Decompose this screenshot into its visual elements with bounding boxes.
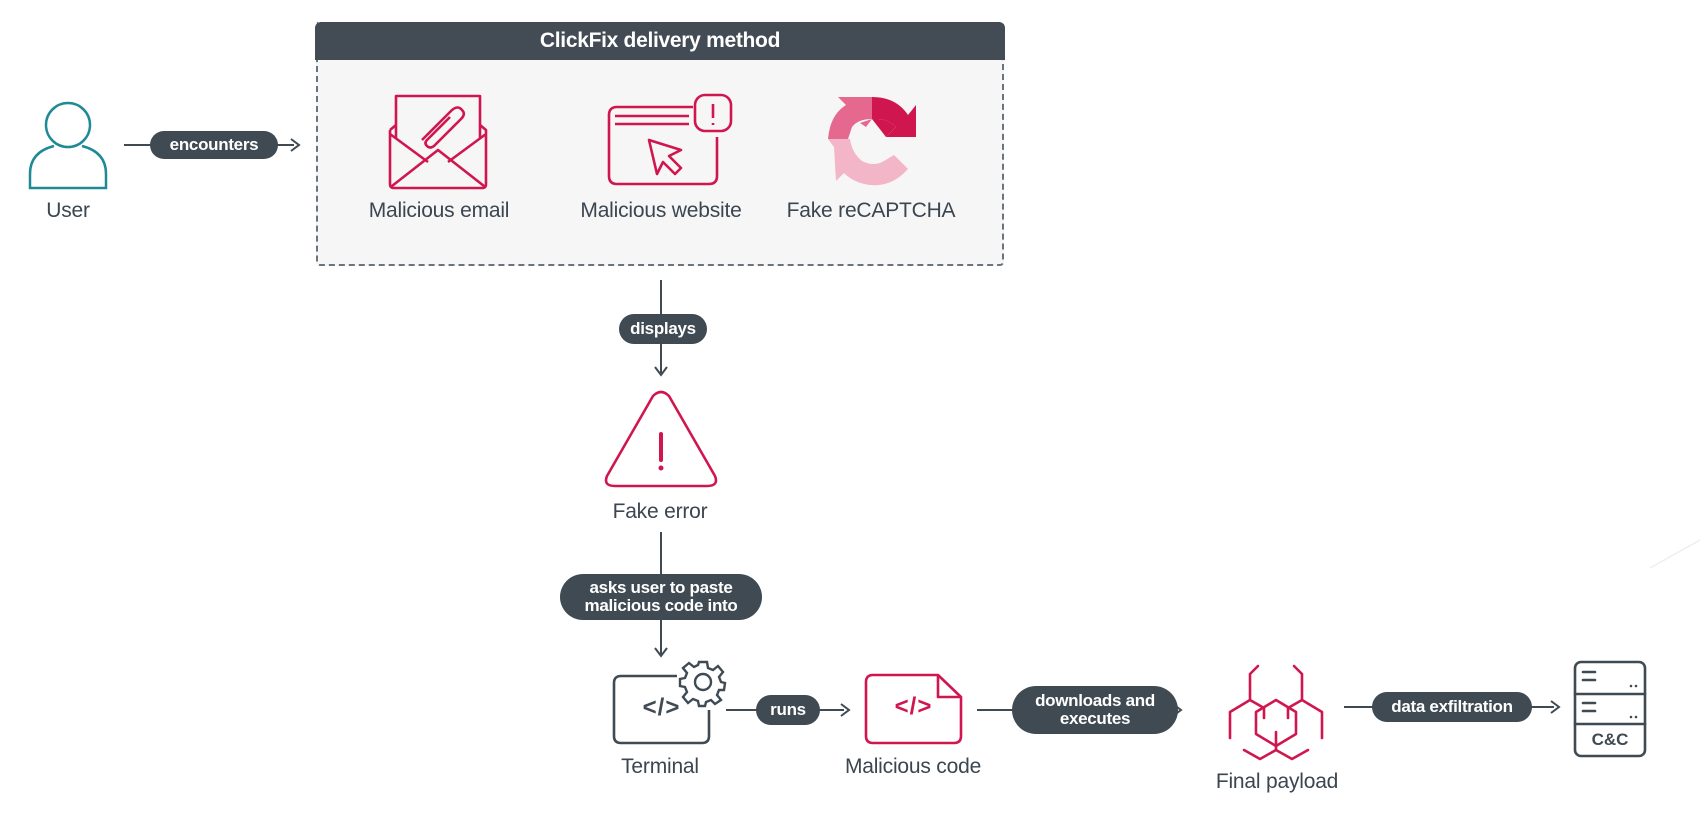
- arrowhead-icon: [290, 138, 301, 152]
- cnc-node: C&C: [1573, 660, 1647, 758]
- envelope-paperclip-icon: [388, 94, 488, 190]
- terminal-node: </>: [611, 660, 727, 746]
- edge-label-exfil: data exfiltration: [1372, 692, 1532, 722]
- fake-error-label: Fake error: [612, 500, 708, 523]
- server-icon: [1573, 660, 1647, 758]
- malicious-code-label: Malicious code: [844, 755, 982, 778]
- browser-cursor-alert-icon: [607, 93, 733, 186]
- recaptcha-arrows-icon: [828, 97, 916, 186]
- edge-label-displays: displays: [619, 314, 707, 344]
- arrowhead-icon: [654, 366, 668, 377]
- malicious-code-glyph: </>: [894, 693, 933, 720]
- arrowhead-icon: [654, 647, 668, 658]
- delivery-group-title: ClickFix delivery method: [315, 22, 1005, 60]
- delivery-item-recaptcha: [826, 95, 920, 189]
- edge-label-runs: runs: [756, 695, 820, 725]
- edge-label-asks-line2: malicious code into: [584, 596, 738, 615]
- warning-triangle-icon: [604, 390, 718, 488]
- biohazard-hex-icon: [1228, 664, 1324, 761]
- final-payload-label: Final payload: [1215, 770, 1339, 793]
- malicious-code-node: </>: [864, 673, 964, 745]
- cnc-label: C&C: [1591, 730, 1629, 749]
- delivery-item-email: [386, 94, 490, 190]
- code-file-icon: [864, 673, 963, 745]
- terminal-gear-icon: [612, 660, 727, 745]
- delivery-item-email-label: Malicious email: [368, 199, 510, 222]
- edge-label-downloads-line1: downloads and: [1035, 691, 1155, 710]
- edge-label-asks: asks user to paste malicious code into: [560, 574, 762, 620]
- arrowhead-icon: [840, 703, 851, 717]
- terminal-label: Terminal: [621, 755, 699, 778]
- user-icon: [28, 101, 108, 190]
- edge-label-downloads: downloads and executes: [1012, 686, 1178, 734]
- edge-label-asks-line1: asks user to paste: [589, 578, 733, 597]
- delivery-item-website: [605, 92, 733, 192]
- edge-label-encounters: encounters: [150, 131, 278, 159]
- delivery-item-website-label: Malicious website: [580, 199, 742, 222]
- final-payload-node: [1224, 660, 1330, 761]
- edge-label-downloads-line2: executes: [1059, 709, 1131, 728]
- fake-error-node: [603, 390, 719, 490]
- decorative-stroke: [1649, 539, 1700, 569]
- delivery-item-recaptcha-label: Fake reCAPTCHA: [786, 199, 956, 222]
- user-label: User: [46, 199, 90, 222]
- terminal-glyph: </>: [642, 694, 681, 721]
- arrowhead-icon: [1550, 700, 1561, 714]
- user-node: [26, 100, 110, 192]
